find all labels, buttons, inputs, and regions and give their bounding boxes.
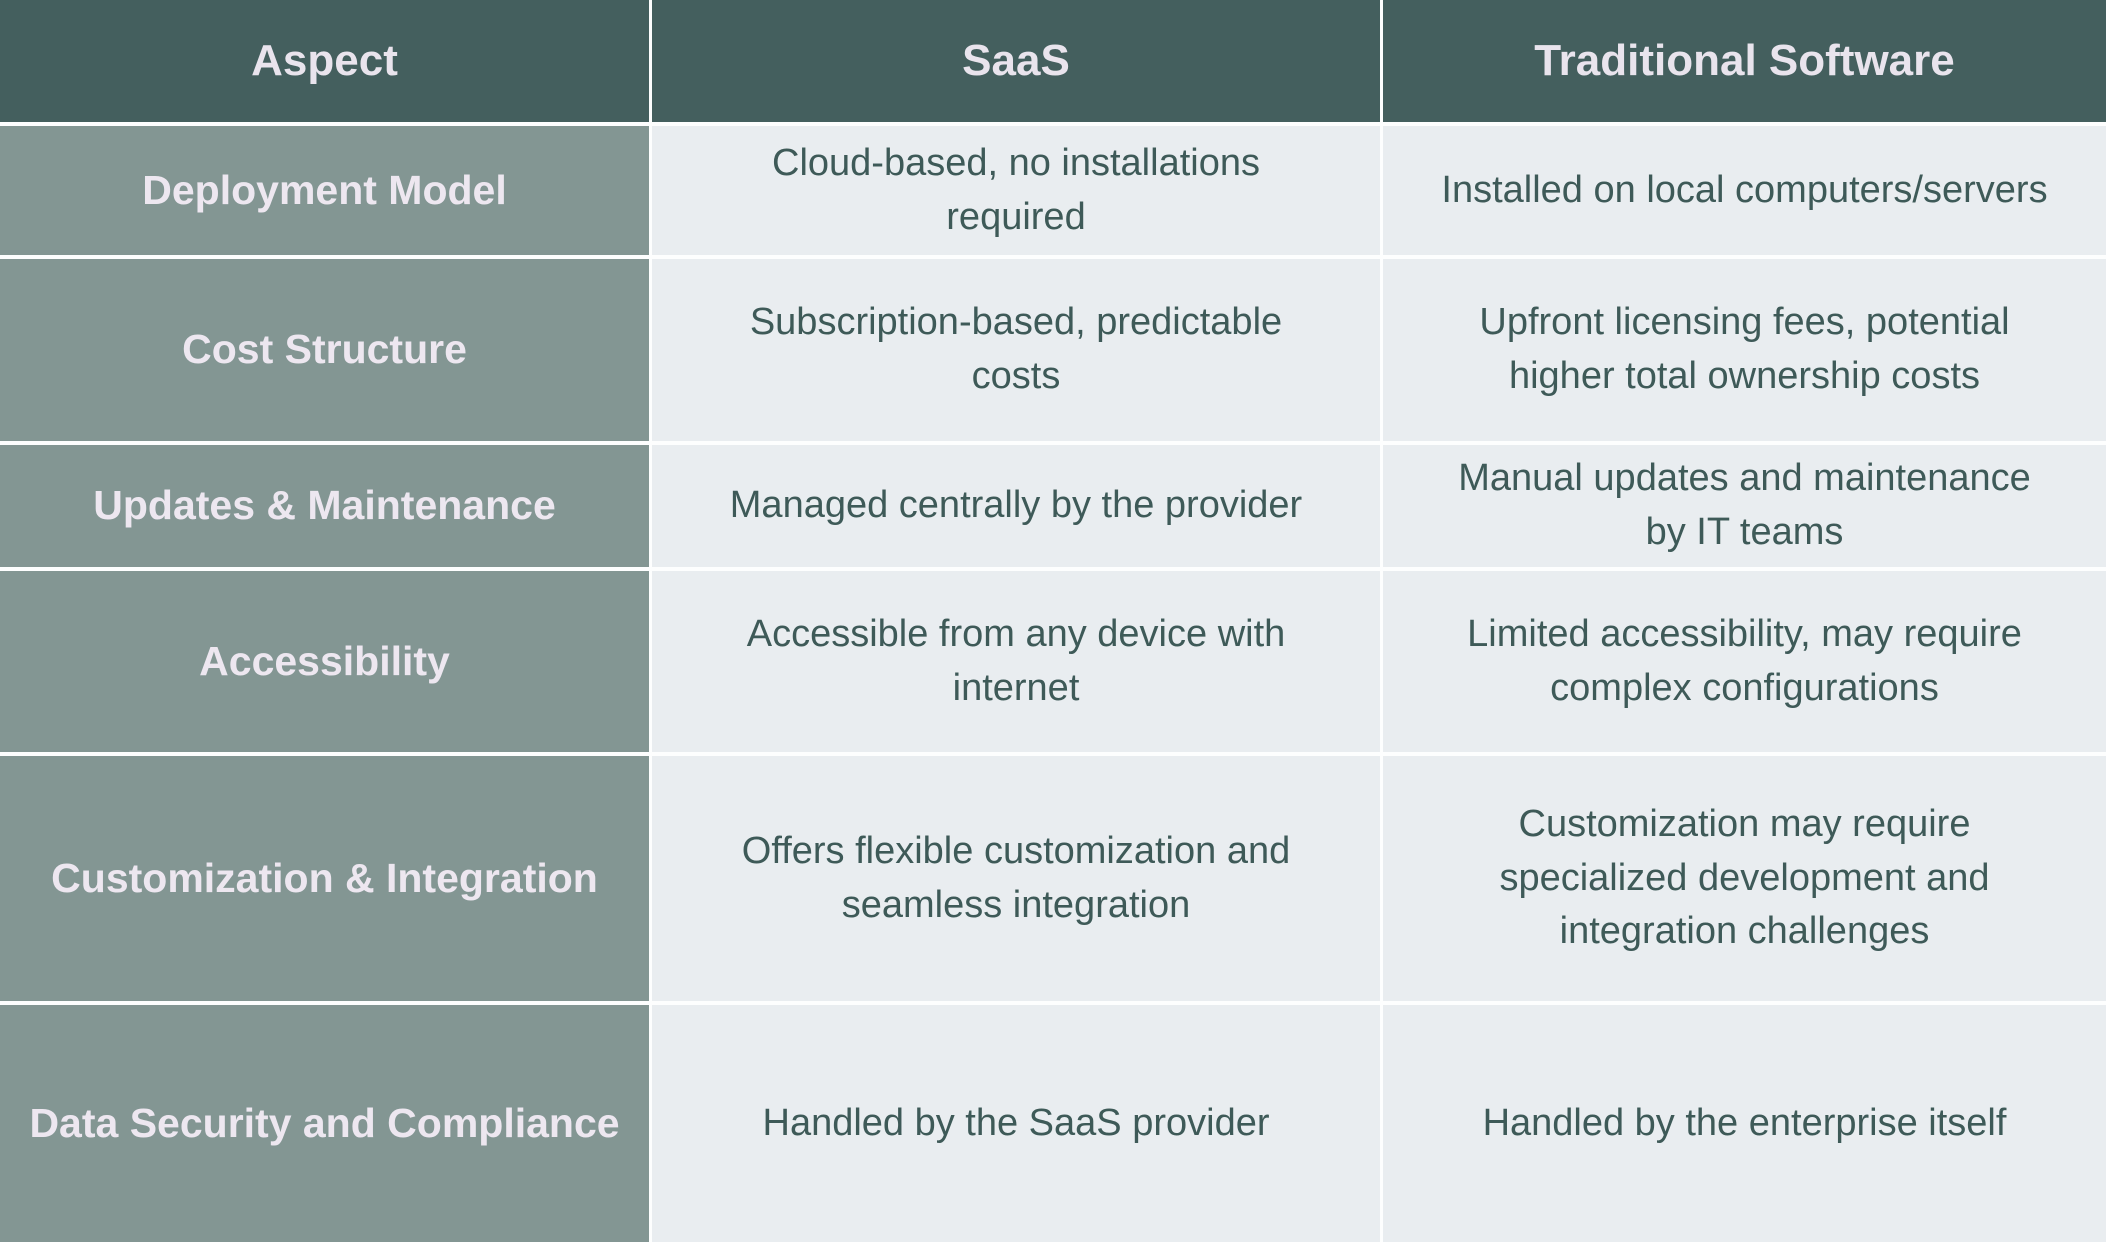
cell-cost-structure-saas: Subscription-based, predictable costs	[652, 259, 1380, 441]
cell-deployment-model-saas: Cloud-based, no installations required	[652, 126, 1380, 255]
cell-accessibility-traditional: Limited accessibility, may require compl…	[1383, 571, 2106, 752]
cell-data-security-compliance-saas: Handled by the SaaS provider	[652, 1005, 1380, 1242]
cell-deployment-model-traditional: Installed on local computers/servers	[1383, 126, 2106, 255]
header-cell-traditional-software: Traditional Software	[1383, 0, 2106, 122]
header-cell-saas: SaaS	[652, 0, 1380, 122]
cell-customization-integration-saas: Offers flexible customization and seamle…	[652, 756, 1380, 1001]
row-label-data-security-compliance: Data Security and Compliance	[0, 1005, 649, 1242]
cell-updates-maintenance-saas: Managed centrally by the provider	[652, 445, 1380, 567]
row-label-updates-maintenance: Updates & Maintenance	[0, 445, 649, 567]
cell-cost-structure-traditional: Upfront licensing fees, potential higher…	[1383, 259, 2106, 441]
row-label-accessibility: Accessibility	[0, 571, 649, 752]
row-label-cost-structure: Cost Structure	[0, 259, 649, 441]
cell-accessibility-saas: Accessible from any device with internet	[652, 571, 1380, 752]
cell-data-security-compliance-traditional: Handled by the enterprise itself	[1383, 1005, 2106, 1242]
header-cell-aspect: Aspect	[0, 0, 649, 122]
row-label-customization-integration: Customization & Integration	[0, 756, 649, 1001]
cell-updates-maintenance-traditional: Manual updates and maintenance by IT tea…	[1383, 445, 2106, 567]
row-label-deployment-model: Deployment Model	[0, 126, 649, 255]
cell-customization-integration-traditional: Customization may require specialized de…	[1383, 756, 2106, 1001]
